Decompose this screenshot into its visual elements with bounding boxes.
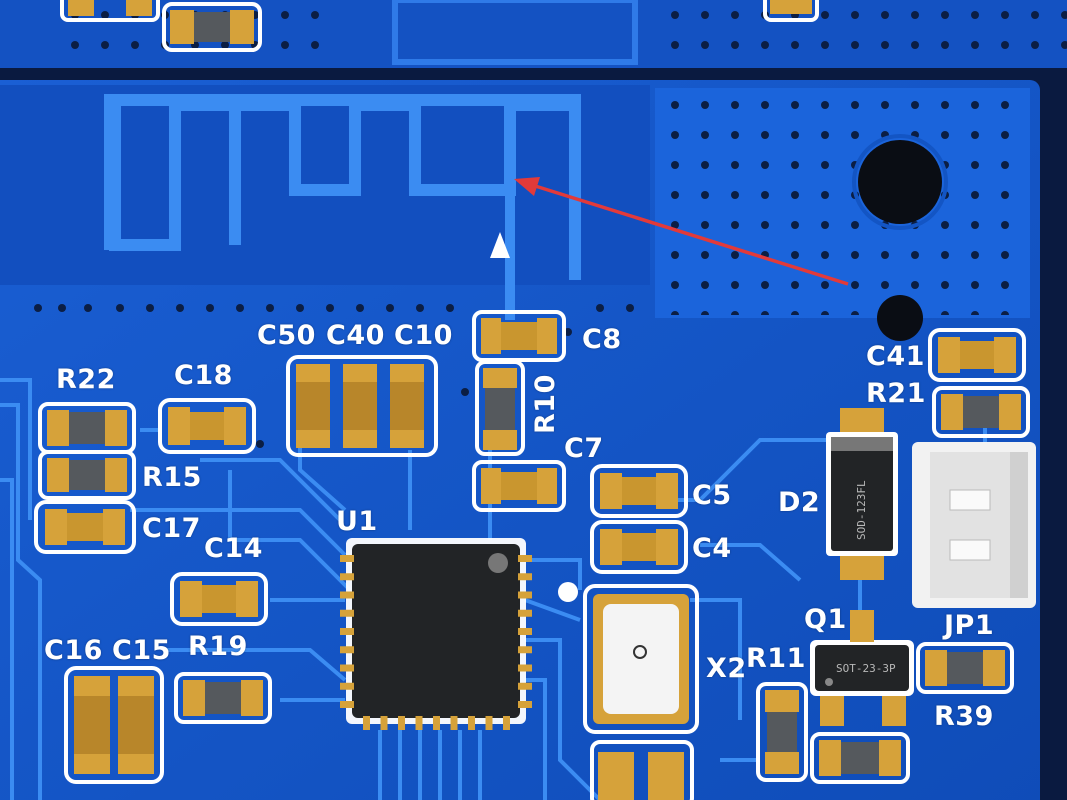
- label-c41: C41: [866, 341, 925, 372]
- ic-pin: [518, 628, 532, 635]
- res-r21: [932, 386, 1030, 438]
- label-c16: C16: [44, 635, 103, 666]
- label-c50: C50: [257, 320, 316, 351]
- label-r11: R11: [746, 643, 806, 674]
- cap-c16-c15: [64, 666, 164, 784]
- label-r10: R10: [530, 374, 561, 434]
- diode-d2: [826, 408, 898, 580]
- annotation-arrow: [514, 177, 849, 286]
- ic-pin: [340, 591, 354, 599]
- ic-pin: [518, 664, 532, 672]
- transistor-q1: [810, 610, 914, 726]
- crystal-x2: [583, 584, 699, 734]
- label-c18: C18: [174, 360, 233, 391]
- cap-c5: [590, 464, 688, 518]
- cap-c17: [34, 500, 136, 554]
- label-jp1: JP1: [944, 610, 995, 641]
- label-c14: C14: [204, 533, 263, 564]
- label-c10: C10: [394, 320, 453, 351]
- res-r10: [475, 360, 525, 456]
- pin1-dot: [558, 582, 578, 602]
- bottom-center-part: [590, 740, 694, 800]
- ic-pin: [518, 573, 532, 581]
- antenna-feed-marker: [490, 232, 510, 258]
- label-c7: C7: [564, 433, 604, 464]
- small-hole: [877, 295, 923, 341]
- cap-c8: [472, 310, 566, 362]
- vias-right: [665, 90, 1030, 315]
- ic-pin: [518, 555, 532, 562]
- antenna-trace-legs: [169, 105, 241, 190]
- top-components: [60, 0, 819, 52]
- cap-c18: [158, 398, 256, 454]
- antenna-trace: [104, 94, 581, 280]
- cap-c14: [170, 572, 268, 626]
- res-r22: [38, 402, 136, 454]
- connector-jp: [912, 442, 1036, 608]
- res-r11: [756, 682, 808, 782]
- q1-package-mark: SOT-23-3P: [836, 662, 896, 675]
- d2-package-mark: SOD-123FL: [855, 480, 868, 540]
- ic-pin: [340, 664, 354, 672]
- ic-pin: [433, 716, 440, 730]
- ic-pin: [340, 682, 354, 690]
- ic-pin: [450, 716, 458, 730]
- ic-pin: [468, 716, 475, 730]
- ic-pin: [340, 573, 354, 581]
- top-trace: [392, 0, 638, 65]
- label-r15: R15: [142, 462, 202, 493]
- ic-pin: [518, 591, 532, 599]
- ic-pin: [340, 555, 354, 562]
- ic-pin: [363, 716, 370, 730]
- ic-pin: [340, 609, 354, 617]
- label-q1: Q1: [804, 604, 847, 635]
- cap-c4: [590, 520, 688, 574]
- res-r39: [916, 642, 1014, 694]
- traces-right: [524, 420, 987, 800]
- label-x2: X2: [706, 653, 747, 684]
- ic-pin: [415, 716, 423, 730]
- cap-c41: [928, 328, 1026, 382]
- ic-u1-pins: [340, 555, 532, 730]
- ic-pin: [518, 701, 532, 708]
- ic-pin: [518, 682, 532, 690]
- mounting-hole-ring: [852, 134, 948, 230]
- ic-u1: [346, 538, 526, 724]
- ic-pin: [398, 716, 405, 730]
- cap-c50-c40-c10: [286, 355, 438, 457]
- ic-pin: [518, 609, 532, 617]
- bottom-right-part: [810, 732, 910, 784]
- label-c5: C5: [692, 480, 732, 511]
- label-r21: R21: [866, 378, 926, 409]
- ic-pin: [485, 716, 493, 730]
- label-c15: C15: [112, 635, 171, 666]
- ic-pin: [518, 646, 532, 654]
- ic-pin: [340, 628, 354, 635]
- ic-pin: [340, 701, 354, 708]
- via-row: [34, 304, 634, 448]
- ic-pin: [380, 716, 388, 730]
- label-u1: U1: [336, 506, 378, 537]
- label-c17: C17: [142, 513, 201, 544]
- ic-pin: [340, 646, 354, 654]
- label-r22: R22: [56, 364, 116, 395]
- label-d2: D2: [778, 487, 821, 518]
- res-r15: [38, 450, 136, 500]
- label-c8: C8: [582, 324, 622, 355]
- top-vias-right: [650, 0, 1067, 68]
- label-r39: R39: [934, 701, 994, 732]
- label-r19: R19: [188, 631, 248, 662]
- ic-pin: [503, 716, 510, 730]
- cap-c7: [472, 460, 566, 512]
- label-c40: C40: [326, 320, 385, 351]
- label-c4: C4: [692, 533, 732, 564]
- mounting-hole: [858, 140, 942, 224]
- res-r19: [174, 672, 272, 724]
